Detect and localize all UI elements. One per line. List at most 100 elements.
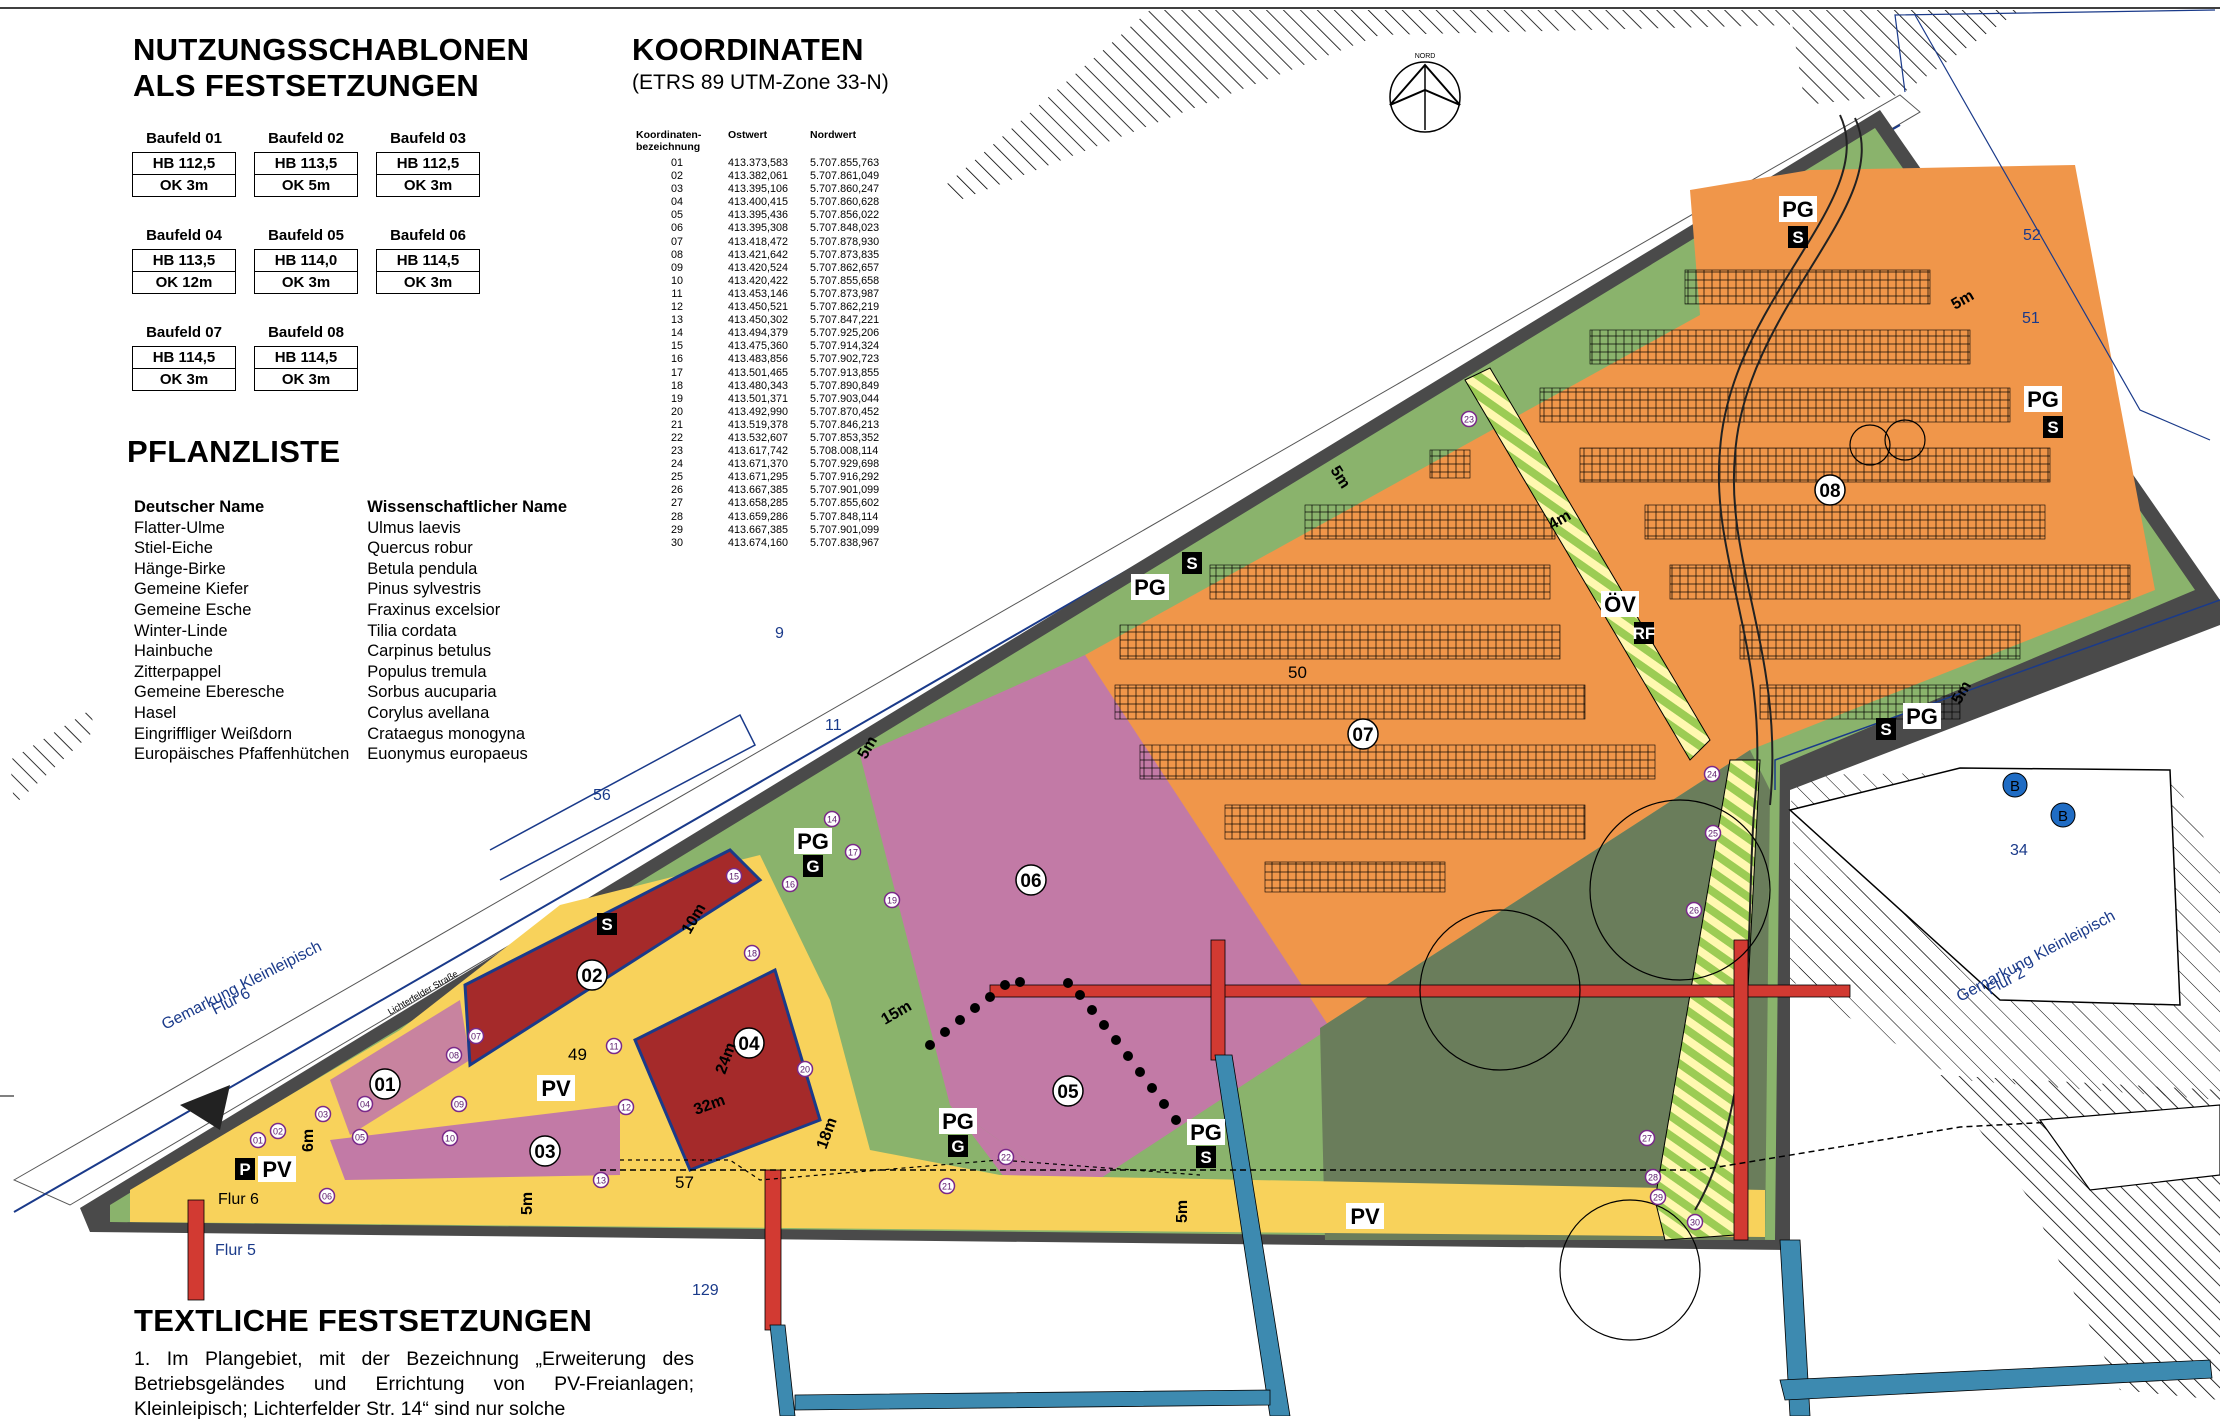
baufeld-hb: HB 114,5 [132, 346, 236, 369]
b-label-2: B [2058, 808, 2068, 825]
field-circle-02: 02 [576, 959, 608, 991]
code-label-g: G [803, 855, 823, 877]
koord-nord: 5.707.913,855 [810, 366, 880, 379]
code-text: PV [262, 1157, 292, 1182]
plant-name-de: Stiel-Eiche [134, 539, 213, 558]
koord-ost: 413.420,422 [728, 274, 789, 287]
code-label-pg: PG [1187, 1119, 1225, 1145]
baufeld-hb: HB 114,5 [376, 249, 480, 272]
koord-nord: 5.707.855,658 [810, 274, 880, 287]
koord-ost: 413.395,308 [728, 222, 789, 235]
marker-number: 22 [1001, 1153, 1011, 1163]
baufeld-hb: HB 112,5 [132, 152, 236, 175]
koord-nord: 5.707.860,628 [810, 196, 880, 209]
baufeld-ok: OK 3m [132, 175, 236, 197]
baufeld-ok: OK 3m [376, 272, 480, 294]
textliche-title: TEXTLICHE FESTSETZUNGEN [134, 1303, 593, 1338]
plant-name-lat: Pinus sylvestris [367, 580, 481, 599]
koord-nord: 5.707.929,698 [810, 458, 880, 471]
coordinate-marker: 15 [725, 867, 743, 885]
code-text: S [1880, 720, 1891, 739]
baufeld-hb: HB 113,5 [254, 152, 358, 175]
code-text: S [601, 915, 612, 934]
plant-name-de: Flatter-Ulme [134, 518, 225, 537]
koord-id: 13 [670, 314, 683, 327]
marker-number: 10 [445, 1134, 455, 1144]
koord-id: 16 [670, 353, 683, 366]
coordinate-marker: 14 [823, 810, 841, 828]
code-text: RF [1633, 624, 1656, 643]
dim-6m: 6m [300, 1129, 317, 1152]
field-number: 01 [374, 1075, 396, 1096]
koord-id: 01 [670, 157, 683, 169]
b-circles: B B [2002, 772, 2076, 828]
koord-ost: 413.667,385 [728, 484, 789, 497]
plant-name-lat: Euonymus europaeus [367, 745, 528, 764]
plant-name-lat: Betula pendula [367, 559, 478, 578]
koord-id: 28 [670, 510, 683, 523]
code-label-pg: PG [1131, 574, 1169, 600]
code-label-pg: PG [1903, 703, 1941, 729]
marker-number: 29 [1653, 1193, 1663, 1203]
baufeld-ok: OK 3m [254, 272, 358, 294]
koord-ost: 413.418,472 [728, 235, 789, 248]
plant-header-lat: Wissenschaftlicher Name [367, 498, 568, 516]
koord-nord: 5.707.862,219 [810, 301, 880, 314]
field-number: 05 [1057, 1082, 1079, 1103]
red-line-v4 [187, 1199, 205, 1301]
koord-id: 22 [670, 431, 683, 444]
code-text: S [1792, 228, 1803, 247]
north-label: NORD [1415, 53, 1436, 60]
koord-ost: 413.501,465 [728, 366, 789, 379]
marker-number: 03 [318, 1110, 328, 1120]
direction-arrow-icon [180, 1085, 230, 1130]
koord-nord: 5.707.890,849 [810, 379, 880, 392]
plant-name-de: Winter-Linde [134, 621, 228, 640]
red-line-v1 [1210, 939, 1226, 1061]
koord-id: 26 [670, 484, 683, 497]
coordinate-marker: 29 [1649, 1188, 1667, 1206]
baufeld-title: Baufeld 01 [146, 130, 222, 147]
koord-nord: 5.707.903,044 [810, 392, 880, 405]
parcel-52: 52 [2023, 227, 2041, 244]
code-text: G [951, 1137, 964, 1156]
coordinate-marker: 07 [467, 1027, 485, 1045]
blue-line-3 [1779, 1239, 1811, 1416]
coordinate-marker: 21 [938, 1177, 956, 1195]
dim-5m-6: 5m [1174, 1200, 1191, 1223]
code-text: PG [2027, 387, 2059, 412]
marker-number: 21 [942, 1182, 952, 1192]
plant-name-de: Gemeine Esche [134, 600, 252, 619]
marker-number: 04 [360, 1100, 370, 1110]
koord-ost: 413.475,360 [728, 340, 789, 353]
code-text: PG [1906, 704, 1938, 729]
koord-header-nord: Nordwert [810, 129, 857, 141]
code-label-g: G [948, 1135, 968, 1157]
field-circle-03: 03 [529, 1135, 561, 1167]
koordinaten-heading: KOORDINATEN (ETRS 89 UTM-Zone 33-N) [632, 32, 889, 95]
marker-number: 01 [253, 1136, 263, 1146]
baufeld-title: Baufeld 06 [390, 227, 466, 244]
coordinate-marker: 19 [883, 891, 901, 909]
field-number: 07 [1352, 725, 1373, 746]
field-circle-07: 07 [1347, 718, 1379, 750]
koord-ost: 413.659,286 [728, 510, 789, 523]
koord-nord: 5.707.855,763 [810, 157, 880, 169]
plant-name-lat: Populus tremula [367, 662, 487, 681]
code-label-pg: PG [794, 828, 832, 854]
koord-id: 17 [670, 366, 683, 379]
koordinaten-title: KOORDINATEN [632, 32, 864, 67]
code-text: PG [797, 829, 829, 854]
